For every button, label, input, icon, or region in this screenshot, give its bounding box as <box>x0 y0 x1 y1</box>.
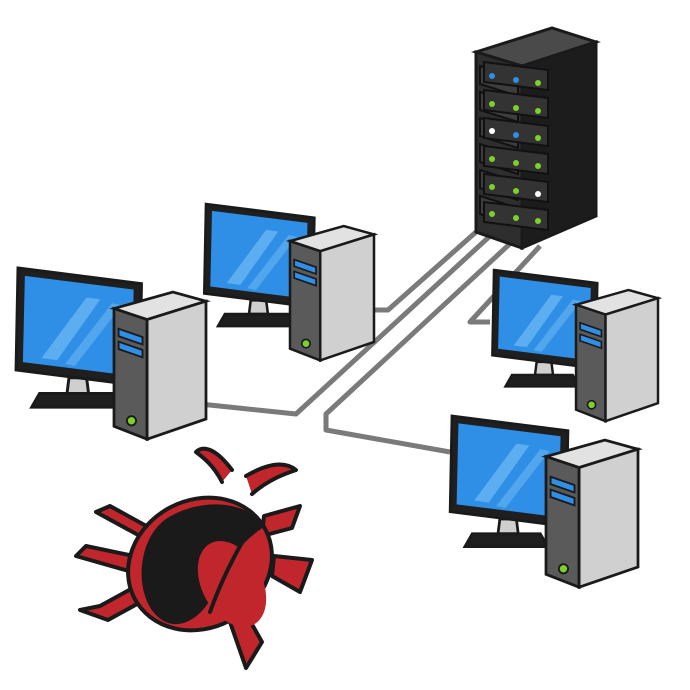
cable-to-workstation-right <box>467 244 542 325</box>
bug-icon <box>74 446 314 670</box>
workstation-icon <box>14 266 208 441</box>
server-led <box>535 80 541 86</box>
server-led <box>513 105 519 111</box>
server-led <box>489 156 495 162</box>
cable-to-workstation-top <box>370 230 478 313</box>
server-led <box>513 132 519 138</box>
workstation-icon <box>491 268 660 423</box>
cable-to-workstation-left <box>199 234 492 417</box>
server-led <box>535 163 541 169</box>
network-cables <box>199 230 542 455</box>
server-led <box>535 108 541 114</box>
server-led <box>489 73 495 79</box>
server-led <box>535 218 541 224</box>
workstation-icon <box>202 202 376 362</box>
server-led <box>513 77 519 83</box>
workstation-icon <box>448 414 640 589</box>
server-led <box>489 128 495 134</box>
server-led <box>489 184 495 190</box>
server-led <box>535 135 541 141</box>
server-led <box>513 188 519 194</box>
server-led <box>489 101 495 107</box>
server-led <box>513 160 519 166</box>
server-led <box>489 211 495 217</box>
server-rack-icon <box>470 26 601 251</box>
cable-to-workstation-bottom <box>323 238 516 455</box>
server-led <box>535 191 541 197</box>
server-led <box>513 215 519 221</box>
